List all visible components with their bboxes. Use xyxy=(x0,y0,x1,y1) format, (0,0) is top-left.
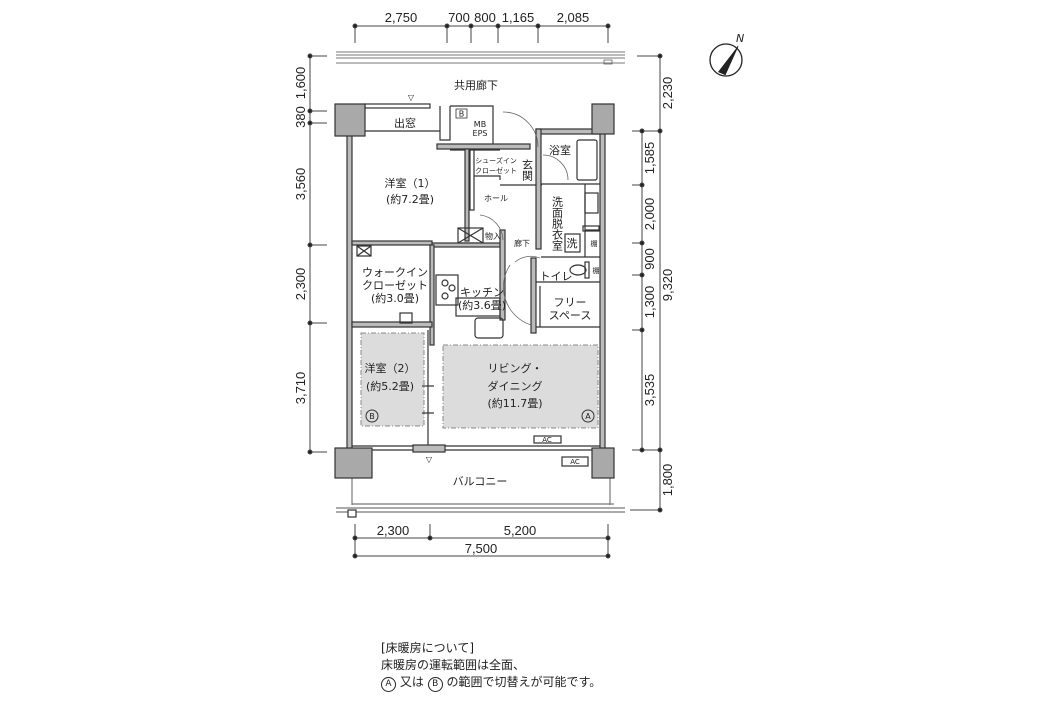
room-western-2-size: (約5.2畳) xyxy=(366,379,414,393)
zone-a-marker xyxy=(581,409,595,423)
dim-right-inner-1: 2,000 xyxy=(642,198,657,231)
dim-left-3: 2,300 xyxy=(293,268,308,301)
meter-box xyxy=(603,59,613,65)
note-end: の範囲で切替えが可能です。 xyxy=(446,675,602,689)
room-entrance: 玄関 xyxy=(521,158,534,181)
room-western-1: 洋室（1） xyxy=(385,176,436,190)
north-label: N xyxy=(736,32,744,45)
dimension-bottom xyxy=(352,524,611,559)
mb-b-box xyxy=(455,108,468,119)
room-bath: 浴室 xyxy=(549,143,571,157)
room-corridor: 共用廊下 xyxy=(454,78,498,92)
dim-right-outer-2: 1,800 xyxy=(660,464,675,497)
dim-bottom-0: 2,300 xyxy=(377,523,410,538)
dim-right-outer-0: 2,230 xyxy=(660,77,675,110)
dim-right-outer-1: 9,320 xyxy=(660,269,675,302)
dim-right-inner-0: 1,585 xyxy=(642,142,657,175)
room-washroom: 洗面脱衣室 xyxy=(551,196,564,251)
dimension-right xyxy=(630,53,663,513)
room-free-2: スペース xyxy=(549,309,592,322)
dim-left-4: 3,710 xyxy=(293,372,308,405)
room-kitchen-size: (約3.6畳) xyxy=(458,298,506,312)
zone-b-circle: B xyxy=(427,677,443,692)
dimension-left xyxy=(307,53,327,455)
dim-right-inner-2: 900 xyxy=(642,248,657,270)
zone-a-circle: A xyxy=(381,677,396,692)
room-kitchen: キッチン xyxy=(460,286,504,299)
dim-bottom-1: 5,200 xyxy=(504,523,537,538)
room-bay-window: 出窓 xyxy=(394,116,416,130)
zone-a-label: A xyxy=(585,412,591,421)
room-shoe-closet-2: クローゼット xyxy=(475,166,517,175)
room-balcony: バルコニー xyxy=(453,475,508,488)
dim-top-4: 2,085 xyxy=(557,10,590,25)
ac-unit-2: AC xyxy=(570,458,580,466)
room-mb-b: B xyxy=(459,110,465,119)
corridor-railing xyxy=(336,51,625,64)
room-shoe-closet-1: シューズイン xyxy=(475,156,517,165)
walls xyxy=(336,103,625,518)
room-shelf-1: 棚 xyxy=(591,239,598,248)
room-wic-size: (約3.0畳) xyxy=(371,291,419,305)
room-toilet: トイレ xyxy=(540,270,573,283)
dim-top-2: 800 xyxy=(474,10,496,25)
room-shelf-2: 棚 xyxy=(593,266,600,275)
dim-top-0: 2,750 xyxy=(385,10,418,25)
dim-top-1: 700 xyxy=(448,10,470,25)
ac-unit-1: AC xyxy=(542,436,552,444)
room-eps: EPS xyxy=(473,129,488,138)
room-western-1-size: (約7.2畳) xyxy=(386,192,434,206)
dim-left-2: 3,560 xyxy=(293,168,308,201)
note-title: [床暖房について] xyxy=(381,641,475,655)
room-washer: 洗 xyxy=(567,237,578,250)
room-mb: MB xyxy=(474,120,486,129)
dim-left-1: 380 xyxy=(293,106,308,128)
zone-b-marker xyxy=(365,409,379,423)
dim-left-0: 1,600 xyxy=(293,67,308,100)
room-living-2: ダイニング xyxy=(488,379,543,393)
note-line-2: A 又は B の範囲で切替えが可能です。 xyxy=(381,674,601,692)
columns xyxy=(334,103,615,479)
floor-heating-note: [床暖房について] 床暖房の運転範囲は全面、 A 又は B の範囲で切替えが可能… xyxy=(381,640,601,692)
heating-zone-a xyxy=(442,344,599,429)
zone-b-label: B xyxy=(369,412,375,421)
dimension-top xyxy=(352,23,611,43)
dim-right-inner-3: 1,300 xyxy=(642,286,657,319)
entry-marker-icon: ▽ xyxy=(408,93,415,102)
dim-right-inner-4: 3,535 xyxy=(642,374,657,407)
room-wic-1: ウォークイン xyxy=(362,266,428,279)
room-free-1: フリー xyxy=(554,296,587,309)
north-compass-icon: N xyxy=(709,32,744,77)
room-wic-2: クローゼット xyxy=(362,279,428,292)
note-line-1: 床暖房の運転範囲は全面、 xyxy=(381,658,526,672)
room-living-1: リビング・ xyxy=(488,361,543,375)
note-or: 又は xyxy=(399,675,424,689)
dim-top-3: 1,165 xyxy=(502,10,535,25)
room-western-2: 洋室（2） xyxy=(365,361,416,375)
room-storage: 物入 xyxy=(485,231,501,241)
room-hallway: 廊下 xyxy=(514,238,530,248)
room-hall: ホール xyxy=(484,194,508,203)
entry-marker-icon: ▽ xyxy=(426,455,433,464)
dim-bottom-total: 7,500 xyxy=(465,541,498,556)
room-living-size: (約11.7畳) xyxy=(487,396,542,410)
